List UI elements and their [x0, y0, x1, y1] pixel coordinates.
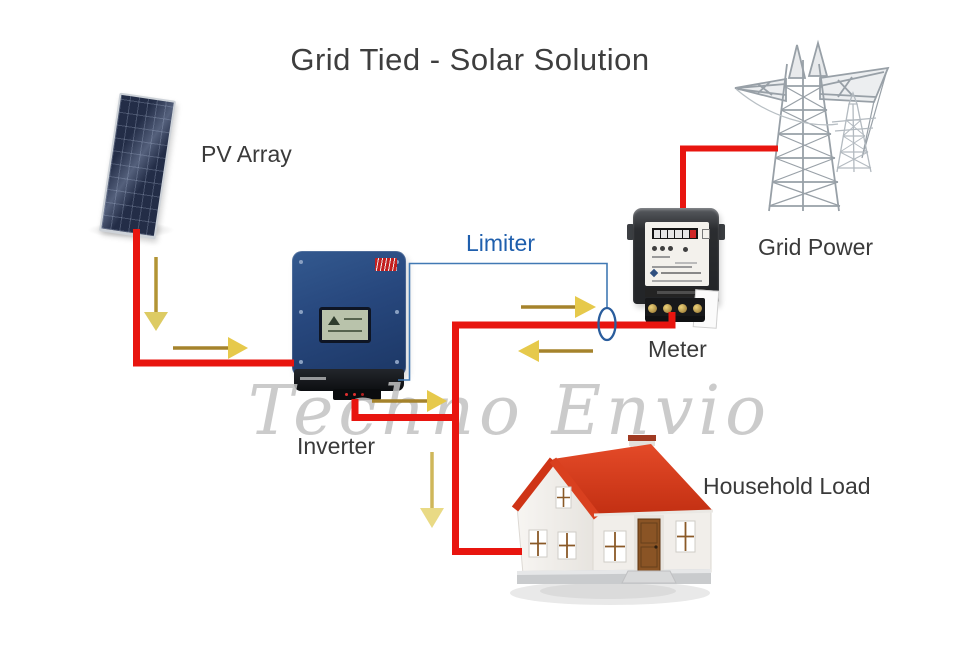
terminal-screw [678, 303, 687, 313]
limiter-label: Limiter [466, 230, 536, 256]
meter-text-line [661, 272, 701, 274]
inverter-connector [333, 389, 381, 400]
pv-array-label: PV Array [201, 141, 292, 167]
page-title: Grid Tied - Solar Solution [290, 42, 650, 77]
meter-unit-icon [702, 229, 710, 239]
meter-mount-ear [627, 224, 634, 240]
meter-face [645, 222, 710, 286]
lcd-text-line [328, 330, 362, 332]
house-window [557, 531, 577, 560]
house-illustration [510, 435, 714, 605]
house-step [621, 570, 677, 584]
door-knob [654, 545, 658, 549]
meter-illustration [627, 206, 725, 336]
house-window [603, 530, 627, 563]
household-load-label: Household Load [703, 473, 871, 499]
inverter-screws [299, 260, 303, 264]
house-window [675, 520, 696, 553]
inverter-label: Inverter [297, 433, 375, 459]
lcd-graphic [328, 316, 340, 325]
inverter-lcd-screen [319, 307, 371, 343]
meter-text-line [652, 280, 702, 282]
meter-seal [683, 247, 688, 252]
meter-disc-window [645, 288, 709, 297]
inverter-illustration [292, 251, 406, 403]
inverter-brand-logo [375, 258, 397, 271]
meter-text-line [652, 256, 670, 258]
grid-power-label: Grid Power [758, 234, 874, 260]
meter-label: Meter [648, 336, 707, 362]
house-window [555, 486, 572, 509]
inverter-bottom-section [294, 369, 404, 391]
meter-mount-ear [718, 224, 725, 240]
terminal-screw [693, 303, 702, 313]
terminal-screw [663, 303, 672, 313]
meter-digit-register [652, 228, 698, 239]
meter-body [633, 208, 719, 304]
meter-seal [668, 246, 673, 251]
lcd-text-line [344, 318, 362, 320]
meter-marking [675, 262, 697, 264]
inverter-body [292, 251, 406, 377]
meter-seal [660, 246, 665, 251]
meter-disc-slot [657, 291, 697, 294]
inverter-leds [345, 393, 348, 396]
house-window [528, 529, 548, 558]
terminal-screw [648, 303, 657, 313]
house-shadow-inner [540, 583, 676, 599]
inverter-model-text [300, 377, 326, 380]
grid-tower-icon [734, 39, 890, 212]
meter-seal [652, 246, 657, 251]
meter-text-line [652, 266, 692, 268]
background-tower-icon [831, 91, 877, 173]
